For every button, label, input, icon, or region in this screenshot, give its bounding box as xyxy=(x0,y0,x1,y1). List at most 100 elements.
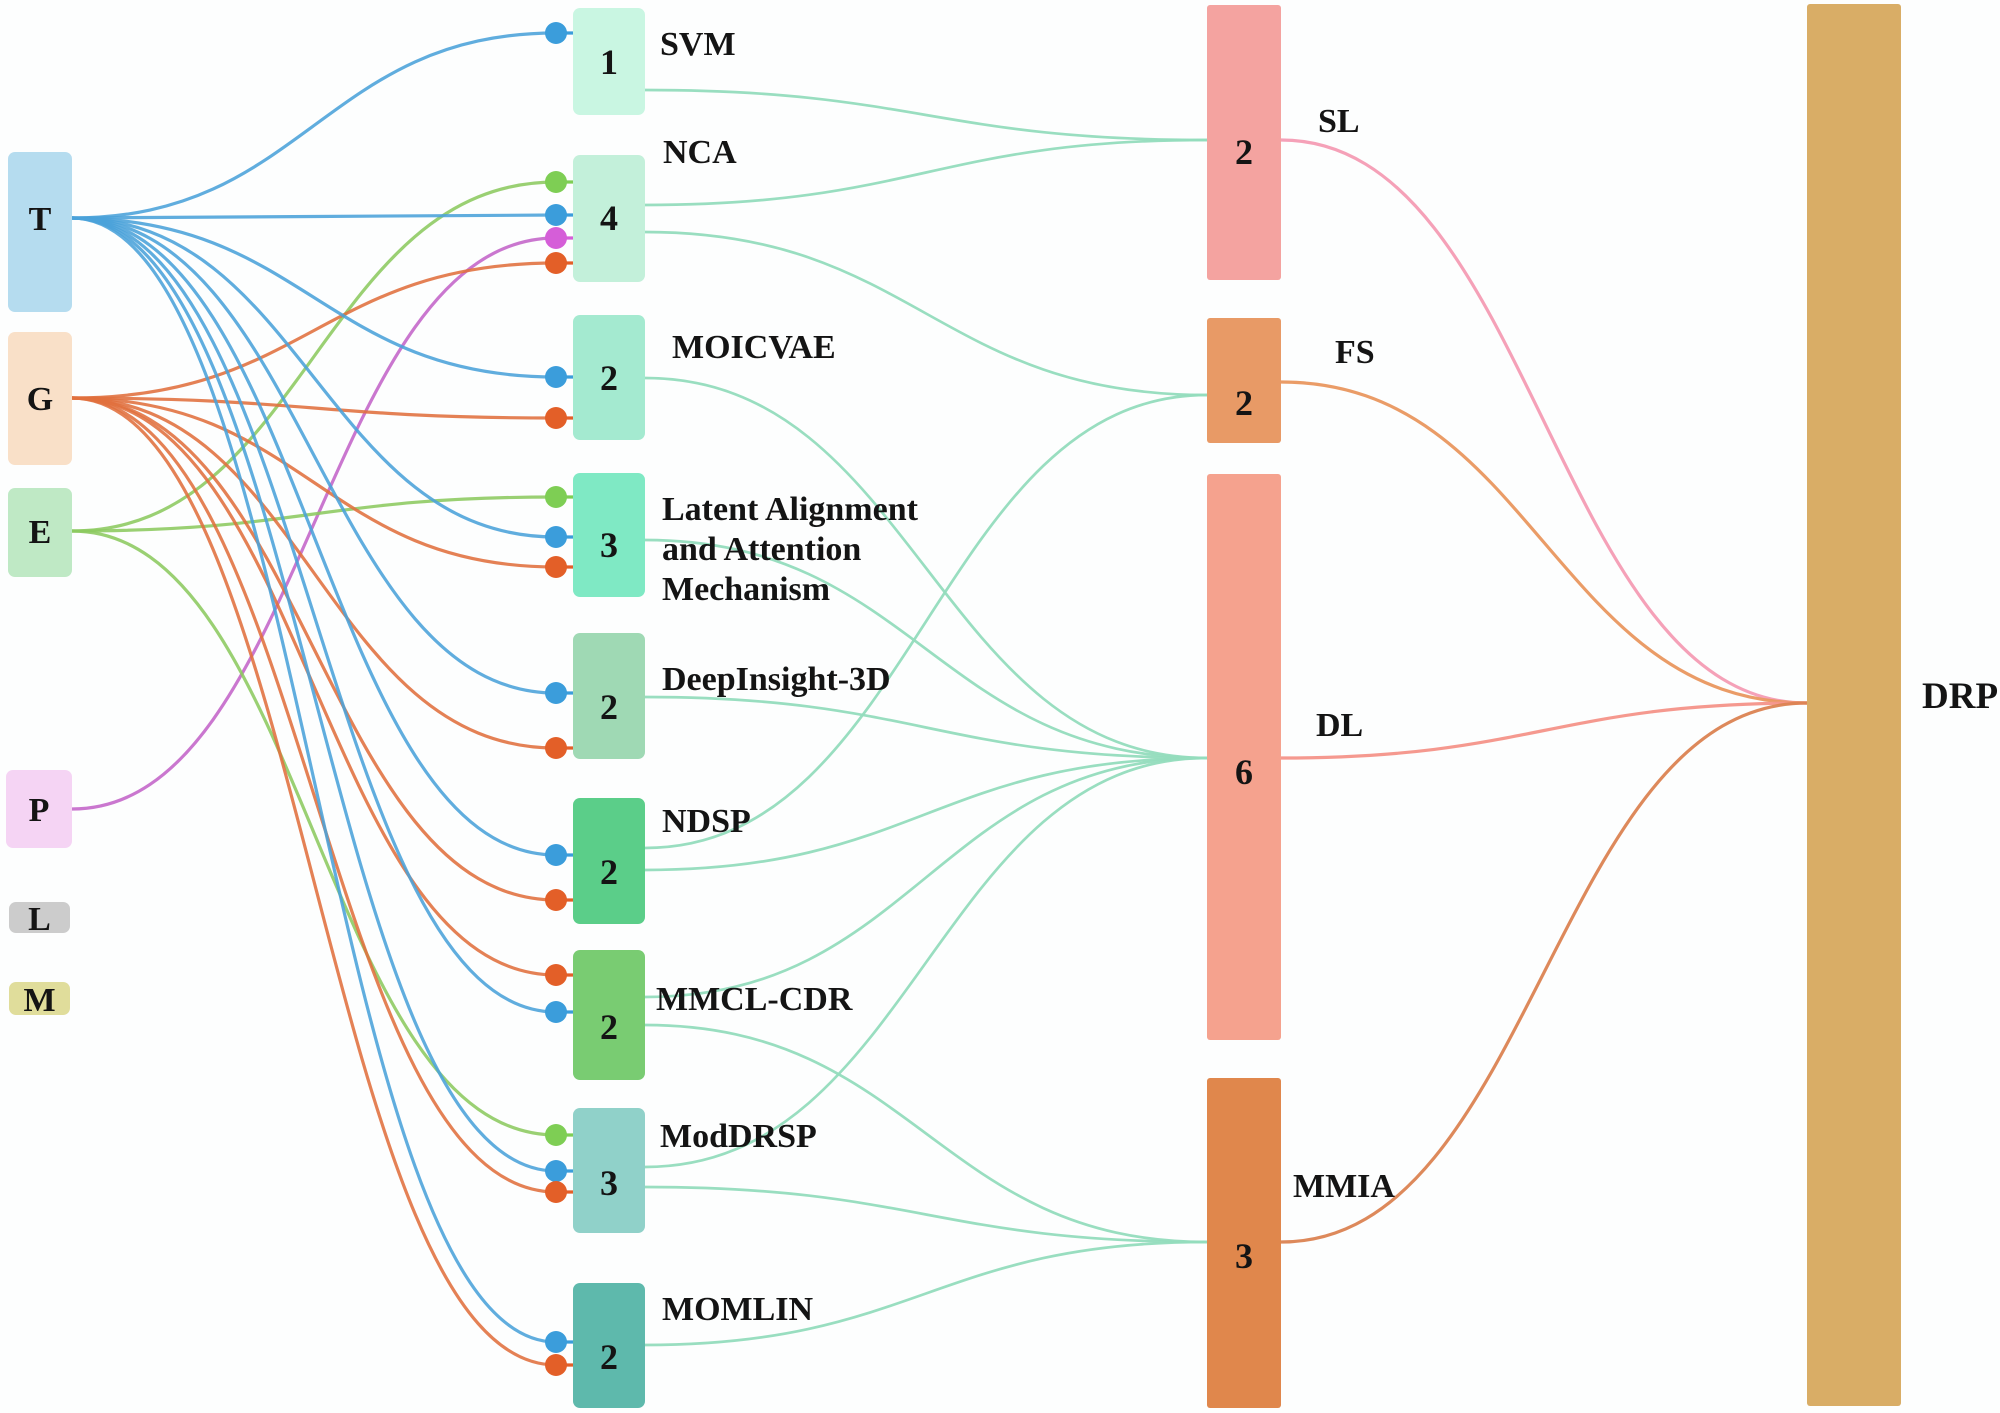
category-count-SL: 2 xyxy=(1235,132,1253,172)
link-DL-to-DRP xyxy=(1280,701,1808,760)
link-NDSP-to-FS xyxy=(644,393,1208,850)
input-dot-E-NCA xyxy=(545,171,567,193)
link-MMCL-CDR-to-DL xyxy=(644,756,1208,999)
method-count-LAAM: 3 xyxy=(600,525,618,565)
method-label-MOICVAE: MOICVAE xyxy=(672,329,836,366)
category-label-DL: DL xyxy=(1316,707,1363,744)
category-label-MMIA: MMIA xyxy=(1293,1168,1395,1205)
data-type-label-G: G xyxy=(27,381,53,418)
link-MMCL-CDR-to-MMIA xyxy=(644,1023,1208,1244)
link-G-to-DeepInsight-3D xyxy=(71,396,557,750)
input-dot-T-NDSP xyxy=(545,844,567,866)
input-dot-T-DeepInsight-3D xyxy=(545,682,567,704)
input-dot-E-LAAM xyxy=(545,486,567,508)
method-count-SVM: 1 xyxy=(600,42,618,82)
input-dot-T-ModDRSP xyxy=(545,1160,567,1182)
method-count-ModDRSP: 3 xyxy=(600,1163,618,1203)
data-type-node-E xyxy=(8,488,72,577)
category-node-SL xyxy=(1207,5,1281,280)
link-E-to-LAAM xyxy=(71,495,557,533)
method-label-NDSP: NDSP xyxy=(662,803,751,840)
method-label-MMCL-CDR: MMCL-CDR xyxy=(656,981,853,1018)
link-T-to-SVM xyxy=(71,31,557,220)
link-MMIA-to-DRP xyxy=(1280,701,1808,1244)
method-node-NCA xyxy=(573,155,645,282)
link-T-to-MOICVAE xyxy=(71,216,557,379)
link-MOMLIN-to-MMIA xyxy=(644,1240,1208,1347)
input-dot-T-MOMLIN xyxy=(545,1331,567,1353)
input-dot-T-MMCL-CDR xyxy=(545,1001,567,1023)
method-count-NCA: 4 xyxy=(600,198,618,238)
category-count-MMIA: 3 xyxy=(1235,1236,1253,1276)
link-MOICVAE-to-DL xyxy=(644,376,1208,760)
data-type-node-T xyxy=(8,152,72,312)
category-node-FS xyxy=(1207,318,1281,443)
method-node-DeepInsight-3D xyxy=(573,633,645,759)
link-G-to-NDSP xyxy=(71,396,557,902)
data-type-node-L xyxy=(9,902,70,933)
data-type-label-P: P xyxy=(29,792,50,829)
input-dot-T-LAAM xyxy=(545,526,567,548)
category-node-DL xyxy=(1207,474,1281,1040)
input-dot-G-MMCL-CDR xyxy=(545,964,567,986)
method-count-MOICVAE: 2 xyxy=(600,358,618,398)
link-T-to-DeepInsight-3D xyxy=(71,216,557,695)
input-dot-T-MOICVAE xyxy=(545,366,567,388)
link-E-to-NCA xyxy=(71,180,557,533)
input-dot-P-NCA xyxy=(545,227,567,249)
method-node-NDSP xyxy=(573,798,645,924)
input-dot-T-SVM xyxy=(545,22,567,44)
link-NCA-to-SL xyxy=(644,138,1208,207)
link-T-to-ModDRSP xyxy=(71,216,557,1173)
link-SVM-to-SL xyxy=(644,88,1208,142)
method-label-MOMLIN: MOMLIN xyxy=(662,1291,814,1328)
category-label-FS: FS xyxy=(1335,334,1375,371)
method-label-ModDRSP: ModDRSP xyxy=(660,1118,817,1155)
link-G-to-ModDRSP xyxy=(71,396,557,1194)
link-DeepInsight-3D-to-DL xyxy=(644,695,1208,760)
input-dot-E-ModDRSP xyxy=(545,1124,567,1146)
data-type-node-M xyxy=(9,982,70,1015)
link-T-to-MOMLIN xyxy=(71,216,557,1344)
link-T-to-NDSP xyxy=(71,216,557,857)
data-type-label-L: L xyxy=(28,901,51,938)
link-G-to-MMCL-CDR xyxy=(71,396,557,977)
input-dot-G-MOICVAE xyxy=(545,407,567,429)
link-ModDRSP-to-DL xyxy=(644,756,1208,1169)
link-G-to-NCA xyxy=(71,261,557,400)
method-node-MOMLIN xyxy=(573,1283,645,1408)
link-NDSP-to-DL xyxy=(644,756,1208,872)
link-G-to-MOICVAE xyxy=(71,396,557,420)
method-count-NDSP: 2 xyxy=(600,852,618,892)
input-dot-T-NCA xyxy=(545,204,567,226)
input-dot-G-DeepInsight-3D xyxy=(545,737,567,759)
input-dot-G-MOMLIN xyxy=(545,1354,567,1376)
link-T-to-LAAM xyxy=(71,216,557,539)
method-node-SVM xyxy=(573,8,645,115)
link-G-to-LAAM xyxy=(71,396,557,569)
method-count-MOMLIN: 2 xyxy=(600,1337,618,1377)
target-node-DRP xyxy=(1807,4,1901,1406)
method-label-NCA: NCA xyxy=(663,134,737,171)
data-type-label-M: M xyxy=(23,982,55,1019)
data-type-node-G xyxy=(8,332,72,465)
target-label-DRP: DRP xyxy=(1922,676,1998,717)
method-label-DeepInsight-3D: DeepInsight-3D xyxy=(662,661,891,698)
link-T-to-NCA xyxy=(71,213,557,220)
method-node-MOICVAE xyxy=(573,315,645,440)
link-ModDRSP-to-MMIA xyxy=(644,1185,1208,1244)
link-NCA-to-FS xyxy=(644,230,1208,397)
link-G-to-MOMLIN xyxy=(71,396,557,1367)
category-node-MMIA xyxy=(1207,1078,1281,1408)
input-dot-G-ModDRSP xyxy=(545,1181,567,1203)
link-E-to-ModDRSP xyxy=(71,529,557,1137)
link-LAAM-to-DL xyxy=(644,538,1208,760)
input-dot-G-LAAM xyxy=(545,556,567,578)
method-count-MMCL-CDR: 2 xyxy=(600,1007,618,1047)
link-SL-to-DRP xyxy=(1280,138,1808,705)
method-label-SVM: SVM xyxy=(660,26,736,63)
method-node-LAAM xyxy=(573,473,645,597)
